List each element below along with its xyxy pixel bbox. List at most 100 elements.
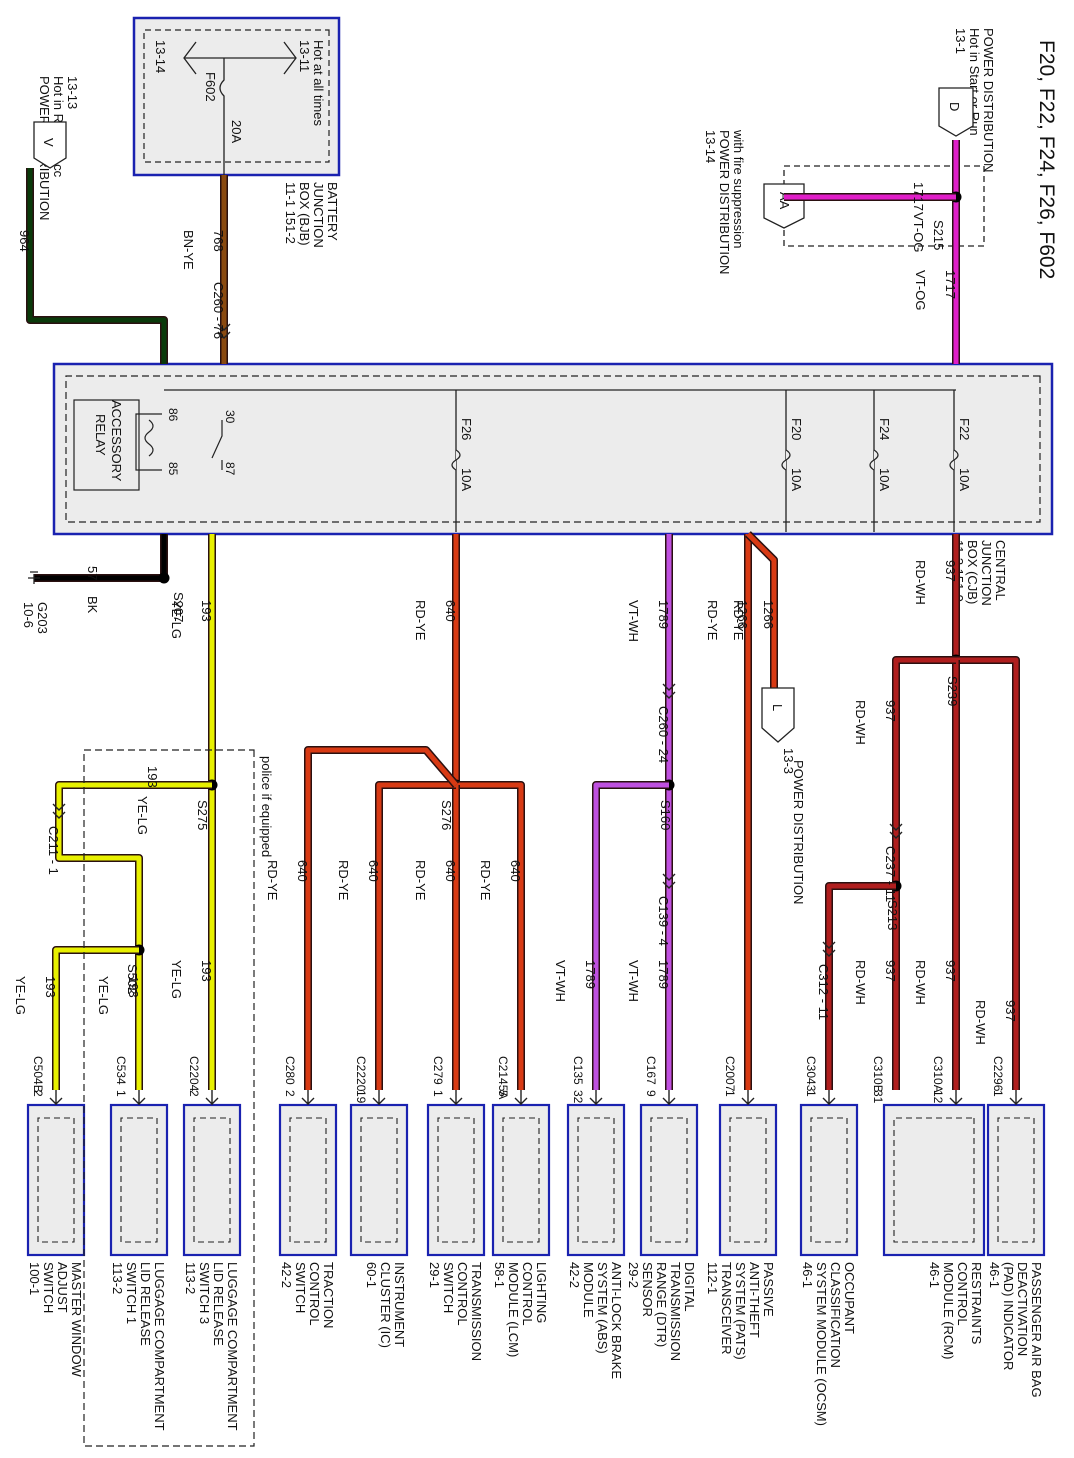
wire-color-w1717_top: VT-OG	[913, 270, 928, 310]
component-label-line: SYSTEM (PATS)	[733, 1262, 748, 1360]
connector-arrow-icon	[372, 1090, 386, 1105]
wire-number-b193-h: 193	[145, 766, 160, 788]
component-label-line: 100-1	[27, 1262, 42, 1295]
fire-suppression-region: with fire suppression POWER DISTRIBUTION…	[703, 129, 985, 274]
wire-number-w193: 193	[199, 600, 214, 622]
fuse-amps-f24: 10A	[877, 468, 892, 491]
wire-color-w1266a: RD-YE	[705, 600, 720, 641]
wire-1266-to-l	[746, 532, 777, 690]
wire-193-ls1	[56, 782, 212, 1090]
ground-name: G203	[35, 602, 50, 634]
wire-193-mw	[53, 947, 139, 1090]
wire-number-w1789: 1789	[656, 600, 671, 629]
component-label-line: (PAD) INDICATOR	[1001, 1262, 1016, 1370]
component-label-line: INSTRUMENT	[392, 1262, 407, 1347]
component-label-line: LUGGAGE COMPARTMENT	[152, 1262, 167, 1431]
connector-arrow-icon	[822, 1090, 836, 1105]
pin-number: 2	[187, 1090, 201, 1097]
fuse-amps-f22: 10A	[957, 468, 972, 491]
component-label-line: SWITCH	[441, 1262, 456, 1313]
fuse-icon-f22	[949, 449, 959, 471]
fuse-name-f26: F26	[459, 418, 474, 440]
relay-name-2: RELAY	[93, 414, 108, 456]
pd-start-run-ref: 13-1	[953, 28, 968, 54]
wire-640-ic-outline	[375, 781, 456, 1090]
component-label-line: 112-1	[705, 1262, 720, 1294]
wire-number-b937_pad: 937	[1003, 1000, 1018, 1022]
component-label-line: SWITCH 1	[124, 1262, 139, 1324]
wire-color-b193_mw: YE-LG	[13, 976, 28, 1015]
pin-number: 5	[496, 1090, 510, 1097]
pd-l-ref: 13-3	[781, 748, 796, 774]
component-label-line: 46-1	[987, 1262, 1002, 1288]
pin-number: 1	[723, 1090, 737, 1097]
connector-arrow-icon	[49, 1090, 63, 1105]
bjb-source-arrow-icon	[183, 41, 297, 75]
wire-color-b193_ls1: YE-LG	[96, 976, 111, 1015]
inline-c139-4-icon	[662, 873, 676, 889]
component-label-line: SWITCH	[41, 1262, 56, 1313]
source-pd-run-acc: POWER DISTRIBUTION Hot in Run or Acc 13-…	[33, 76, 80, 220]
connector-name: C310A	[931, 1056, 945, 1093]
wire-color-b937_rcm12: RD-WH	[913, 960, 928, 1005]
fuse-icon-f20	[781, 449, 791, 471]
wire-937-rcm31-outline	[892, 656, 956, 1090]
fuse-name-f24: F24	[877, 418, 892, 440]
bjb-name-1: BATTERY	[325, 182, 340, 241]
pin-number: 1	[804, 1090, 818, 1097]
wire-color-b640_tcs: RD-YE	[413, 860, 428, 901]
wire-color-b937_rcm31: RD-WH	[853, 960, 868, 1005]
connector-name: C2220	[354, 1056, 368, 1092]
wire-color-b1789_dtr: VT-WH	[626, 960, 641, 1002]
source-pd-start-run: POWER DISTRIBUTION Hot in Start or Run 1…	[938, 28, 996, 172]
wire-number-w1717_top: 1717	[943, 270, 958, 299]
pd-start-run-tag-icon	[938, 87, 974, 137]
connector-arrow-icon	[301, 1090, 315, 1105]
inline-label-c211-1: C211 - 1	[46, 826, 61, 875]
component-label-line: 42-2	[567, 1262, 582, 1288]
inline-label-c237-11: C237 - 11	[883, 846, 898, 902]
pin-number: 2	[283, 1090, 297, 1097]
inline-c312-11-icon	[822, 941, 836, 957]
pin-number: 32	[571, 1090, 585, 1104]
connector-arrow-icon	[589, 1090, 603, 1105]
connector-arrow-icon	[741, 1090, 755, 1105]
component-label-line: CONTROL	[455, 1262, 470, 1326]
inline-label-c260-76: C260 - 76	[211, 282, 226, 339]
fuse-name-f20: F20	[789, 418, 804, 440]
component-label-line: 60-1	[364, 1262, 379, 1288]
wire-color-b937_pad: RD-WH	[973, 1000, 988, 1045]
inline-c211-1-icon	[52, 803, 66, 819]
connector-name-2: C310B	[871, 1056, 885, 1093]
component-label-line: SENSOR	[640, 1262, 655, 1317]
bjb-hot-label: Hot at all times	[311, 40, 326, 126]
relay-pin-87: 87	[223, 462, 237, 476]
component-label-line: PASSENGER AIR BAG	[1029, 1262, 1044, 1398]
pin-number: 1	[114, 1090, 128, 1097]
relay-pin-85: 85	[166, 462, 180, 476]
relay-coil-icon	[135, 413, 162, 471]
wire-937-ocsm	[826, 883, 896, 1090]
wire-layer	[26, 140, 1020, 1090]
component-label-line: 58-1	[492, 1262, 507, 1288]
component-label-line: LID RELEASE	[138, 1262, 153, 1346]
connector-name: C2007	[723, 1056, 737, 1092]
wire-color-b1789_abs: VT-WH	[553, 960, 568, 1002]
wire-color-w1266b: RD-YE	[731, 600, 746, 641]
wire-color-b640_trac: RD-YE	[265, 860, 280, 901]
police-note: police if equipped	[259, 756, 274, 857]
splice-label-s276: S276	[439, 800, 454, 830]
inline-c260-24-icon	[662, 683, 676, 699]
connector-name: C2296	[991, 1056, 1005, 1092]
splice-label-s160: S160	[658, 800, 673, 830]
wire-number-w964: 964	[17, 230, 32, 252]
splice-s207	[158, 572, 170, 584]
component-label-line: MODULE	[581, 1262, 596, 1318]
